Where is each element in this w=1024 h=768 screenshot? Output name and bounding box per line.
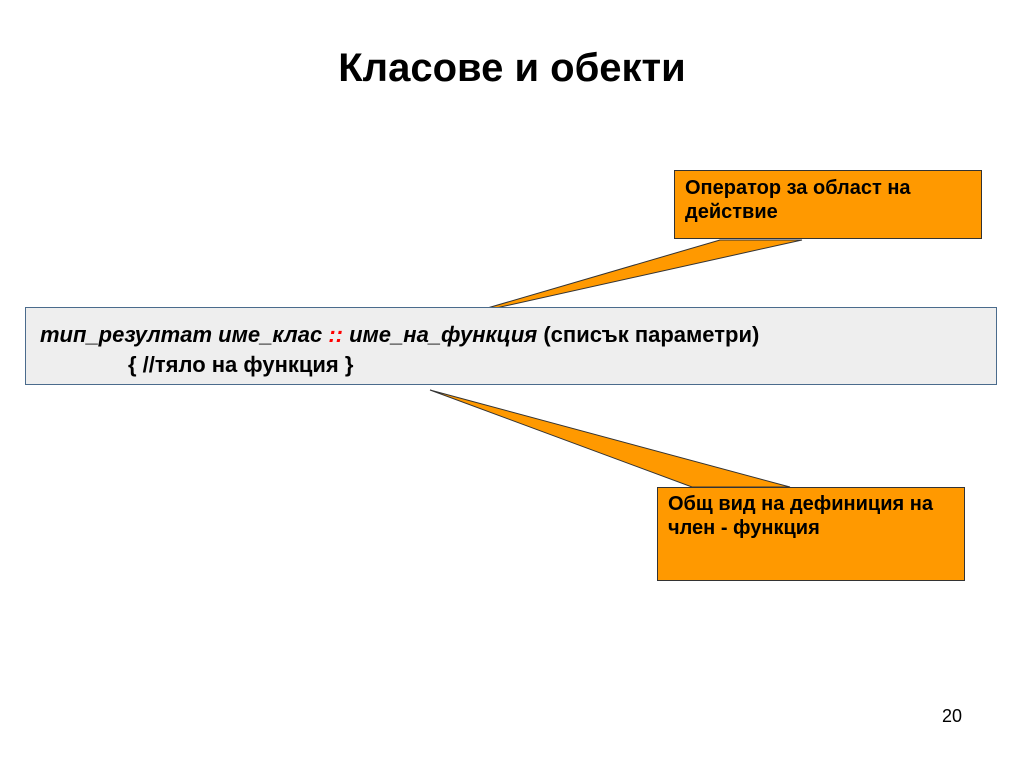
function-definition-box: тип_резултат име_клас :: име_на_функция … — [25, 307, 997, 385]
parameter-list: (списък параметри) — [543, 322, 760, 347]
slide-title: Класове и обекти — [338, 46, 686, 90]
member-function-definition-callout: Общ вид на дефиниция на член - функция — [657, 487, 965, 581]
class-name: име_клас — [218, 322, 323, 347]
code-line-body: { //тяло на функция } — [128, 352, 354, 377]
scope-callout-pointer — [459, 239, 803, 317]
scope-operator: :: — [328, 322, 343, 347]
return-type: тип_резултат — [40, 322, 213, 347]
scope-operator-callout: Оператор за област на действие — [674, 170, 982, 239]
definition-callout-pointer — [429, 389, 791, 488]
page-number: 20 — [941, 706, 962, 726]
code-line-signature: тип_резултат име_клас :: име_на_функция … — [40, 320, 996, 350]
function-name: име_на_функция — [349, 322, 538, 347]
